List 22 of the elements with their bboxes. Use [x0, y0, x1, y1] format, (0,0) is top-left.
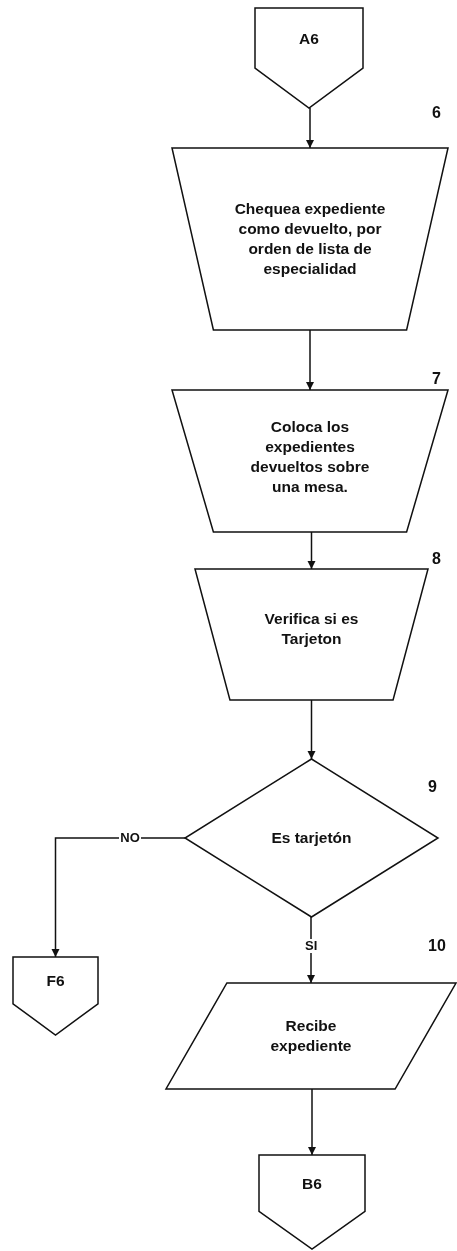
node-text: Verifica si es Tarjeton: [263, 609, 360, 649]
arrow: [306, 107, 314, 149]
step-number: 6: [432, 104, 441, 122]
node-text: Chequea expediente como devuelto, por orden de lista de especialidad: [234, 199, 386, 279]
node-text: B6: [302, 1174, 322, 1194]
node-text: A6: [299, 29, 319, 49]
node-text: Recibe expediente: [269, 1016, 353, 1056]
step-number: 8: [432, 550, 441, 568]
step-number: 10: [428, 937, 446, 955]
arrow: [308, 1088, 316, 1156]
node-text: Coloca los expedientes devueltos sobre una mesa.: [249, 417, 371, 497]
node-text: F6: [46, 971, 65, 991]
edge-label: NO: [119, 831, 141, 845]
node-text: Es tarjetón: [271, 828, 352, 848]
arrow: [307, 699, 316, 760]
step-number: 7: [432, 370, 441, 388]
arrow: [51, 837, 186, 958]
edge-label: SI: [304, 939, 319, 953]
step-number: 9: [428, 778, 437, 796]
arrow: [307, 916, 315, 984]
arrow: [306, 329, 314, 391]
arrow: [307, 531, 316, 570]
